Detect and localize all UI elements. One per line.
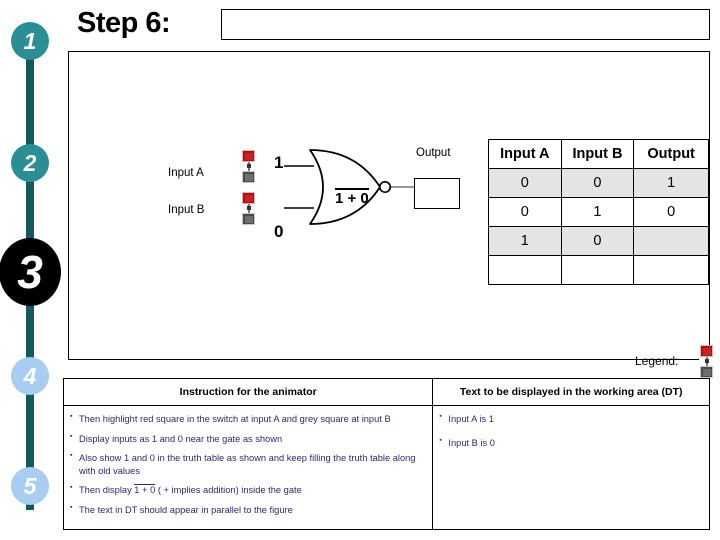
table-row: 1 0 [488, 226, 709, 256]
instruction-4-suffix: ( + implies addition) inside the gate [155, 485, 302, 496]
legend-red-square [700, 345, 713, 357]
table-row [488, 255, 709, 285]
truth-cell: 0 [560, 168, 635, 198]
step-node-3-current[interactable]: 3 [0, 238, 61, 306]
truth-cell: 1 [560, 197, 635, 227]
truth-cell: 1 [633, 168, 709, 198]
instruction-header-left: Instruction for the animator [62, 378, 434, 406]
truth-cell [633, 255, 709, 285]
list-item: The text in DT should appear in parallel… [70, 503, 426, 517]
legend-pivot-dot [705, 359, 709, 363]
legend-switch-icon [699, 345, 715, 379]
list-item-with-overline: Then display 1 + 0 ( + implies addition)… [70, 483, 426, 497]
gate-expression-overlined: 1 + 0 [335, 188, 369, 207]
legend-label: Legend: [635, 354, 679, 368]
dt-list: Input A is 1 Input B is 0 [433, 406, 709, 449]
input-b-label: Input B [168, 204, 205, 216]
step-node-5[interactable]: 5 [11, 467, 49, 505]
instruction-cell-right: Input A is 1 Input B is 0 [432, 405, 710, 530]
instruction-header-right: Text to be displayed in the working area… [432, 378, 710, 406]
switch-b-pivot-dot [247, 206, 251, 210]
instruction-4-prefix: Then display [79, 485, 135, 496]
list-item: Input B is 0 [439, 436, 703, 450]
instruction-4-overlined: 1 + 0 [134, 484, 156, 496]
truth-table-header-input-a: Input A [488, 139, 562, 169]
working-area-panel: Input A Input B 1 0 1 + 0 Output [68, 51, 715, 379]
switch-a-pivot-dot [247, 164, 251, 168]
step-node-4-label: 4 [23, 362, 37, 389]
input-a-label: Input A [168, 167, 204, 179]
output-value-box[interactable] [414, 178, 460, 209]
step-node-3-label: 3 [17, 246, 43, 298]
switch-b-grey-square [242, 213, 255, 225]
truth-cell [488, 255, 562, 285]
list-item: Display inputs as 1 and 0 near the gate … [70, 432, 426, 446]
truth-table: Input A Input B Output 0 0 1 0 1 0 1 0 [488, 139, 709, 285]
step-node-4[interactable]: 4 [11, 357, 49, 395]
truth-cell: 0 [488, 168, 562, 198]
truth-cell [633, 226, 709, 256]
truth-table-header-row: Input A Input B Output [488, 139, 709, 169]
truth-cell [560, 255, 635, 285]
input-b-value: 0 [274, 222, 284, 241]
instruction-list: Then highlight red square in the switch … [64, 406, 432, 516]
truth-cell: 0 [560, 226, 635, 256]
switch-input-b[interactable] [241, 192, 257, 226]
table-row: 0 1 0 [488, 197, 709, 227]
gate-expression: 1 + 0 [335, 188, 369, 207]
switch-b-red-square [242, 192, 255, 204]
legend-grey-square [700, 366, 713, 378]
instruction-table-header-row: Instruction for the animator Text to be … [62, 378, 710, 406]
truth-cell: 1 [488, 226, 562, 256]
truth-table-header-output: Output [633, 139, 709, 169]
step-node-1[interactable]: 1 [11, 22, 49, 60]
list-item: Also show 1 and 0 in the truth table as … [70, 451, 426, 477]
switch-a-grey-square [242, 171, 255, 183]
step-node-1-label: 1 [23, 27, 37, 54]
truth-table-header-input-b: Input B [560, 139, 635, 169]
truth-cell: 0 [488, 197, 562, 227]
input-a-value: 1 [274, 153, 284, 172]
table-row: 0 0 1 [488, 168, 709, 198]
step-node-2-label: 2 [23, 149, 37, 176]
step-node-5-label: 5 [23, 472, 37, 499]
truth-cell: 0 [633, 197, 709, 227]
step-rail: 1 2 3 4 5 [0, 0, 68, 540]
title-input-box[interactable] [221, 9, 710, 40]
instruction-table: Instruction for the animator Text to be … [62, 378, 710, 530]
switch-input-a[interactable] [241, 150, 257, 184]
list-item: Input A is 1 [439, 412, 703, 426]
list-item: Then highlight red square in the switch … [70, 412, 426, 426]
nor-gate-symbol [284, 149, 427, 225]
output-label: Output [416, 147, 451, 159]
instruction-cell-left: Then highlight red square in the switch … [62, 405, 434, 530]
page-title: Step 6: [77, 7, 171, 39]
switch-a-red-square [242, 150, 255, 162]
instruction-table-body-row: Then highlight red square in the switch … [62, 405, 710, 530]
step-node-2[interactable]: 2 [11, 144, 49, 182]
